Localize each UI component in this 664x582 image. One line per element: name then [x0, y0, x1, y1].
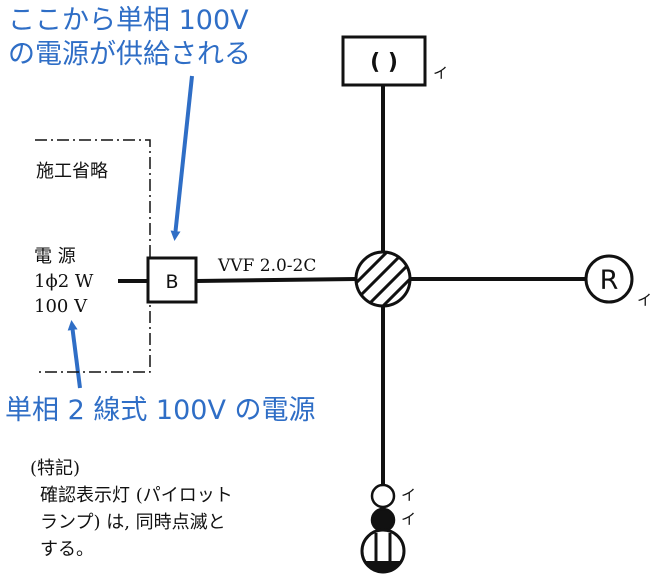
- omitted-label: 施工省略: [36, 161, 108, 182]
- receptacle-switch-mark: イ: [637, 291, 652, 309]
- breaker-box: [146, 256, 198, 304]
- notes-line1: 確認表示灯 (パイロット: [40, 485, 233, 506]
- joint-box-hatching: [356, 252, 410, 306]
- ceiling-fixture-box: [341, 35, 427, 87]
- switch-circle-filled: [370, 507, 396, 533]
- bottom-fixture-detail: [362, 533, 404, 572]
- breaker-label: B: [165, 271, 178, 293]
- joint-box: [354, 250, 412, 308]
- switch-circle-open: [370, 483, 396, 509]
- top-callout-line2: の電源が供給される: [8, 39, 251, 70]
- power-phase-label: 1ϕ2 W: [34, 271, 94, 292]
- ceiling-fixture-label: ( ): [370, 50, 398, 75]
- power-voltage-label: 100 V: [34, 296, 88, 317]
- cable-label: VVF 2.0-2C: [217, 256, 316, 276]
- ceiling-switch-mark: イ: [433, 64, 448, 82]
- notes-heading: (特記): [30, 458, 80, 479]
- switch-mark-1: イ: [401, 486, 416, 504]
- top-callout-line1: ここから単相 100V: [8, 5, 249, 36]
- callout-arrow-top: [170, 75, 194, 241]
- power-source-label: 電 源: [34, 246, 76, 267]
- breaker-to-box-wire: [195, 277, 357, 283]
- notes-line3: する。: [40, 539, 94, 560]
- receptacle-label: R: [600, 265, 619, 296]
- receptacle-circle: [584, 254, 634, 304]
- switch-mark-2: イ: [401, 510, 416, 528]
- notes-line2: ランプ) は, 同時点滅と: [40, 512, 226, 533]
- callout-arrow-bottom: [67, 320, 82, 389]
- bottom-callout: 単相 2 線式 100V の電源: [5, 395, 316, 426]
- omitted-boundary: [35, 139, 151, 373]
